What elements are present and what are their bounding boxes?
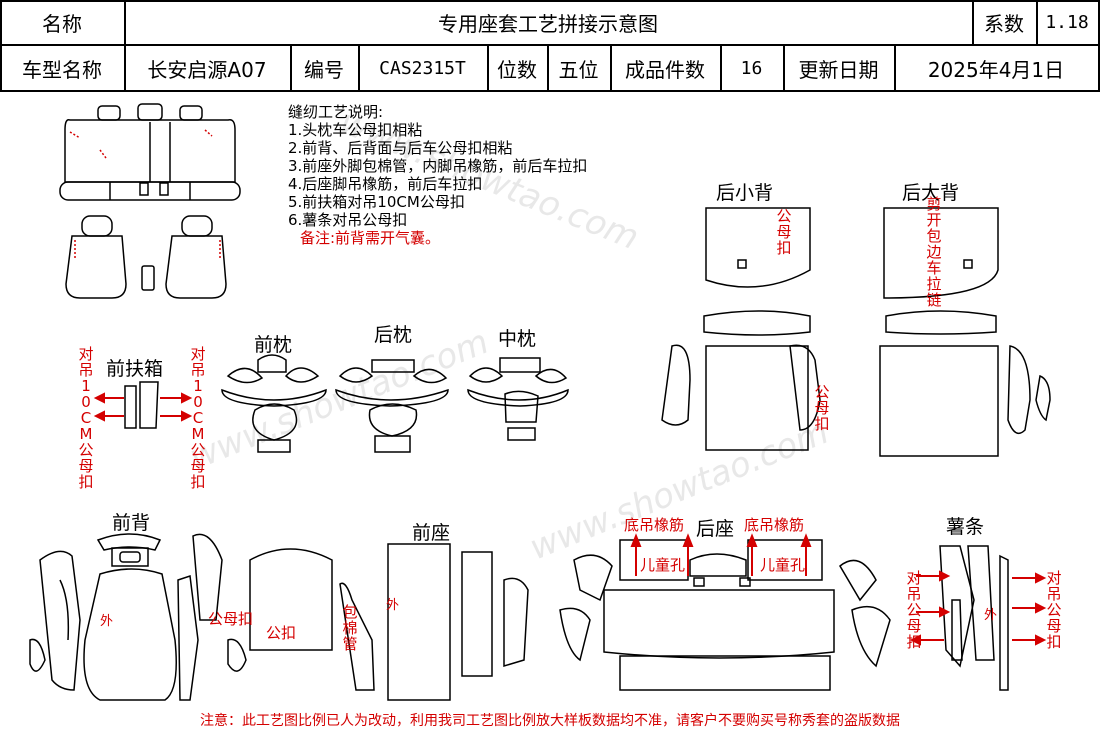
rear-big-back-pieces	[879, 207, 1051, 457]
annotation-strip-right: 对吊公母扣	[1046, 569, 1062, 651]
armrest-pieces	[124, 381, 159, 429]
label-front-armrest: 前扶箱	[106, 358, 164, 380]
annotation-snap: 公母扣	[814, 383, 830, 433]
notes-remark: 备注:前背需开气囊。	[300, 229, 441, 247]
annotation-outer: 外	[386, 598, 400, 613]
model-label: 车型名称	[22, 57, 102, 82]
date-value: 2025年4月1日	[927, 57, 1065, 82]
annotation-outer: 外	[984, 608, 998, 623]
rear-seat-pieces	[559, 539, 891, 691]
note-item: 4.后座脚吊橡筋，前后车拉扣	[288, 175, 483, 193]
rear-small-back-pieces	[661, 207, 821, 451]
seats-label: 位数	[497, 57, 537, 82]
annotation-snap-h: 公母扣	[208, 610, 254, 628]
label-rear-headrest: 后枕	[374, 324, 413, 346]
annotation-child-hole: 儿童孔	[760, 556, 806, 574]
label-middle-headrest: 中枕	[498, 328, 537, 350]
note-item: 3.前座外脚包棉管，内脚吊橡筋，前后车拉扣	[288, 157, 588, 175]
code-value: CAS2315T	[379, 57, 466, 79]
label-front-back: 前背	[112, 512, 151, 534]
label-rear-seat: 后座	[696, 518, 735, 540]
annotation-bottom-elastic: 底吊橡筋	[624, 516, 685, 534]
coef-value: 1.18	[1045, 11, 1089, 33]
annotation-cut-zipper: 剪开包边车拉链	[926, 195, 942, 309]
rear-bench-icon	[59, 103, 241, 201]
count-label: 成品件数	[625, 57, 705, 82]
headrest-pieces	[221, 354, 569, 453]
strip-pieces	[939, 545, 1009, 691]
code-label: 编号	[304, 57, 344, 82]
annotation-snap: 公母扣	[776, 207, 792, 257]
annotation-male-snap: 公扣	[266, 624, 297, 642]
label-front-seat: 前座	[412, 522, 451, 544]
date-label: 更新日期	[798, 57, 879, 82]
note-item: 6.薯条对吊公母扣	[288, 211, 408, 229]
seats-value: 五位	[558, 57, 599, 82]
label-rear-big-back: 后大背	[902, 182, 960, 204]
note-item: 2.前背、后背面与后车公母扣相粘	[288, 139, 513, 157]
annotation-strip-left: 对吊公母扣	[906, 569, 922, 651]
annotation-outer: 外	[100, 614, 114, 629]
notes-heading: 缝纫工艺说明:	[288, 103, 384, 121]
front-seat-pieces	[339, 543, 529, 701]
page-title: 专用座套工艺拼接示意图	[438, 11, 658, 36]
annotation-child-hole: 儿童孔	[640, 556, 686, 574]
name-label: 名称	[42, 11, 82, 36]
coef-label: 系数	[984, 11, 1024, 36]
note-item: 5.前扶箱对吊10CM公母扣	[288, 193, 465, 211]
sewing-notes: 缝纫工艺说明: 1.头枕车公母扣相粘 2.前背、后背面与后车公母扣相粘 3.前座…	[288, 103, 587, 247]
annotation-cotton-tube: 包棉管	[342, 603, 358, 653]
front-seats-icon	[65, 215, 227, 299]
label-front-headrest: 前枕	[254, 334, 293, 356]
annotation-armrest-left: 对吊10CM公母扣	[78, 345, 94, 491]
red-arrows	[93, 392, 1047, 646]
count-value: 16	[740, 57, 763, 79]
label-rear-small-back: 后小背	[716, 182, 774, 204]
annotation-armrest-right: 对吊10CM公母扣	[190, 345, 206, 491]
footer-notice: 注意：此工艺图比例已人为改动，利用我司工艺图比例放大样板数据均不准，请客户不要购…	[200, 713, 900, 729]
front-back-pieces	[29, 533, 333, 701]
label-strips: 薯条	[946, 516, 985, 538]
annotation-bottom-elastic: 底吊橡筋	[744, 516, 805, 534]
note-item: 1.头枕车公母扣相粘	[288, 121, 423, 139]
model-value: 长安启源A07	[147, 57, 267, 82]
